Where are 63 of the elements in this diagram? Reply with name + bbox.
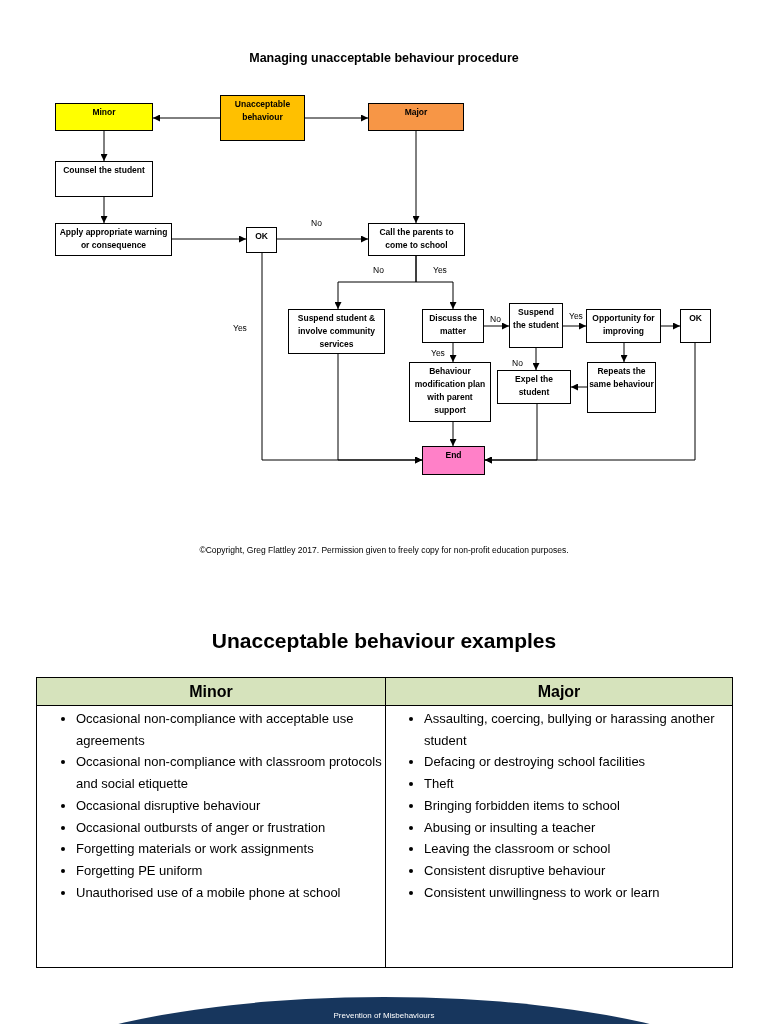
- arrow: [532, 347, 540, 371]
- process-box: OK: [680, 309, 711, 343]
- arrow: [152, 114, 221, 122]
- list-item: Theft: [424, 776, 454, 792]
- list-item: Occasional non-compliance with classroom protocols and social etiquette: [76, 754, 382, 792]
- process-box: Apply appropriate warning or consequence: [55, 223, 172, 256]
- arrow: [412, 130, 420, 224]
- edge-label: Yes: [568, 311, 584, 322]
- footer-text: Prevention of Misbehaviours: [332, 1011, 436, 1020]
- edge-label: No: [372, 265, 385, 276]
- start-box: Unacceptable behaviour: [220, 95, 305, 141]
- end-box: End: [422, 446, 485, 475]
- list-item: Consistent disruptive behaviour: [424, 862, 606, 878]
- list-item: Forgetting materials or work assignments: [76, 841, 314, 857]
- list-item: Abusing or insulting a teacher: [424, 819, 596, 835]
- arrow: [100, 196, 108, 224]
- list-item: Defacing or destroying school facilities: [424, 754, 646, 770]
- arrow: [337, 353, 423, 464]
- process-box: Counsel the student: [55, 161, 153, 197]
- list-item: Unauthorised use of a mobile phone at school: [76, 884, 341, 900]
- process-box: Repeats the same behaviour: [587, 362, 656, 413]
- list-item: Assaulting, coercing, bullying or harassing another student: [424, 711, 715, 748]
- process-box: Suspend student & involve community services: [288, 309, 385, 354]
- arrow: [171, 235, 247, 243]
- diagram-title: Managing unacceptable behaviour procedure: [248, 51, 520, 65]
- copyright-note: ©Copyright, Greg Flattley 2017. Permission given to freely copy for non-profit education purposes.: [198, 545, 570, 555]
- edge-label: Yes: [232, 323, 248, 334]
- process-box: Behaviour modification plan with parent support: [409, 362, 491, 422]
- process-box: Expel the student: [497, 370, 571, 404]
- process-box: Suspend the student: [509, 303, 563, 348]
- list-item: Bringing forbidden items to school: [424, 797, 620, 813]
- arrow: [484, 342, 696, 464]
- edge-label: No: [310, 218, 323, 229]
- process-box: Call the parents to come to school: [368, 223, 465, 256]
- table-header-cell: Minor: [37, 678, 385, 706]
- edge-label: Yes: [430, 348, 446, 359]
- list-item: Occasional non-compliance with acceptable use agreements: [76, 711, 354, 748]
- arrow: [483, 322, 510, 330]
- arrow: [415, 255, 457, 310]
- list-item: Leaving the classroom or school: [424, 841, 611, 857]
- edge-label: No: [511, 358, 524, 369]
- list-item: Forgetting PE uniform: [76, 862, 203, 878]
- arrow: [276, 235, 369, 243]
- arrow: [449, 421, 457, 447]
- arrow: [449, 342, 457, 363]
- table-header-cell: Major: [385, 678, 732, 706]
- section-heading: Unacceptable behaviour examples: [210, 629, 558, 653]
- arrow: [570, 383, 588, 391]
- process-box: Major: [368, 103, 464, 131]
- list-item: Consistent unwillingness to work or learn: [424, 884, 660, 900]
- process-box: Minor: [55, 103, 153, 131]
- edge-label: Yes: [432, 265, 448, 276]
- arrow: [562, 322, 587, 330]
- arrow: [304, 114, 369, 122]
- process-box: Discuss the matter: [422, 309, 484, 343]
- arrow: [100, 130, 108, 162]
- edge-label: No: [489, 314, 502, 325]
- arrow: [620, 342, 628, 363]
- list-item: Occasional disruptive behaviour: [76, 797, 261, 813]
- list-item: Occasional outbursts of anger or frustration: [76, 819, 326, 835]
- process-box: Opportunity for improving: [586, 309, 661, 343]
- process-box: OK: [246, 227, 277, 253]
- arrow: [660, 322, 681, 330]
